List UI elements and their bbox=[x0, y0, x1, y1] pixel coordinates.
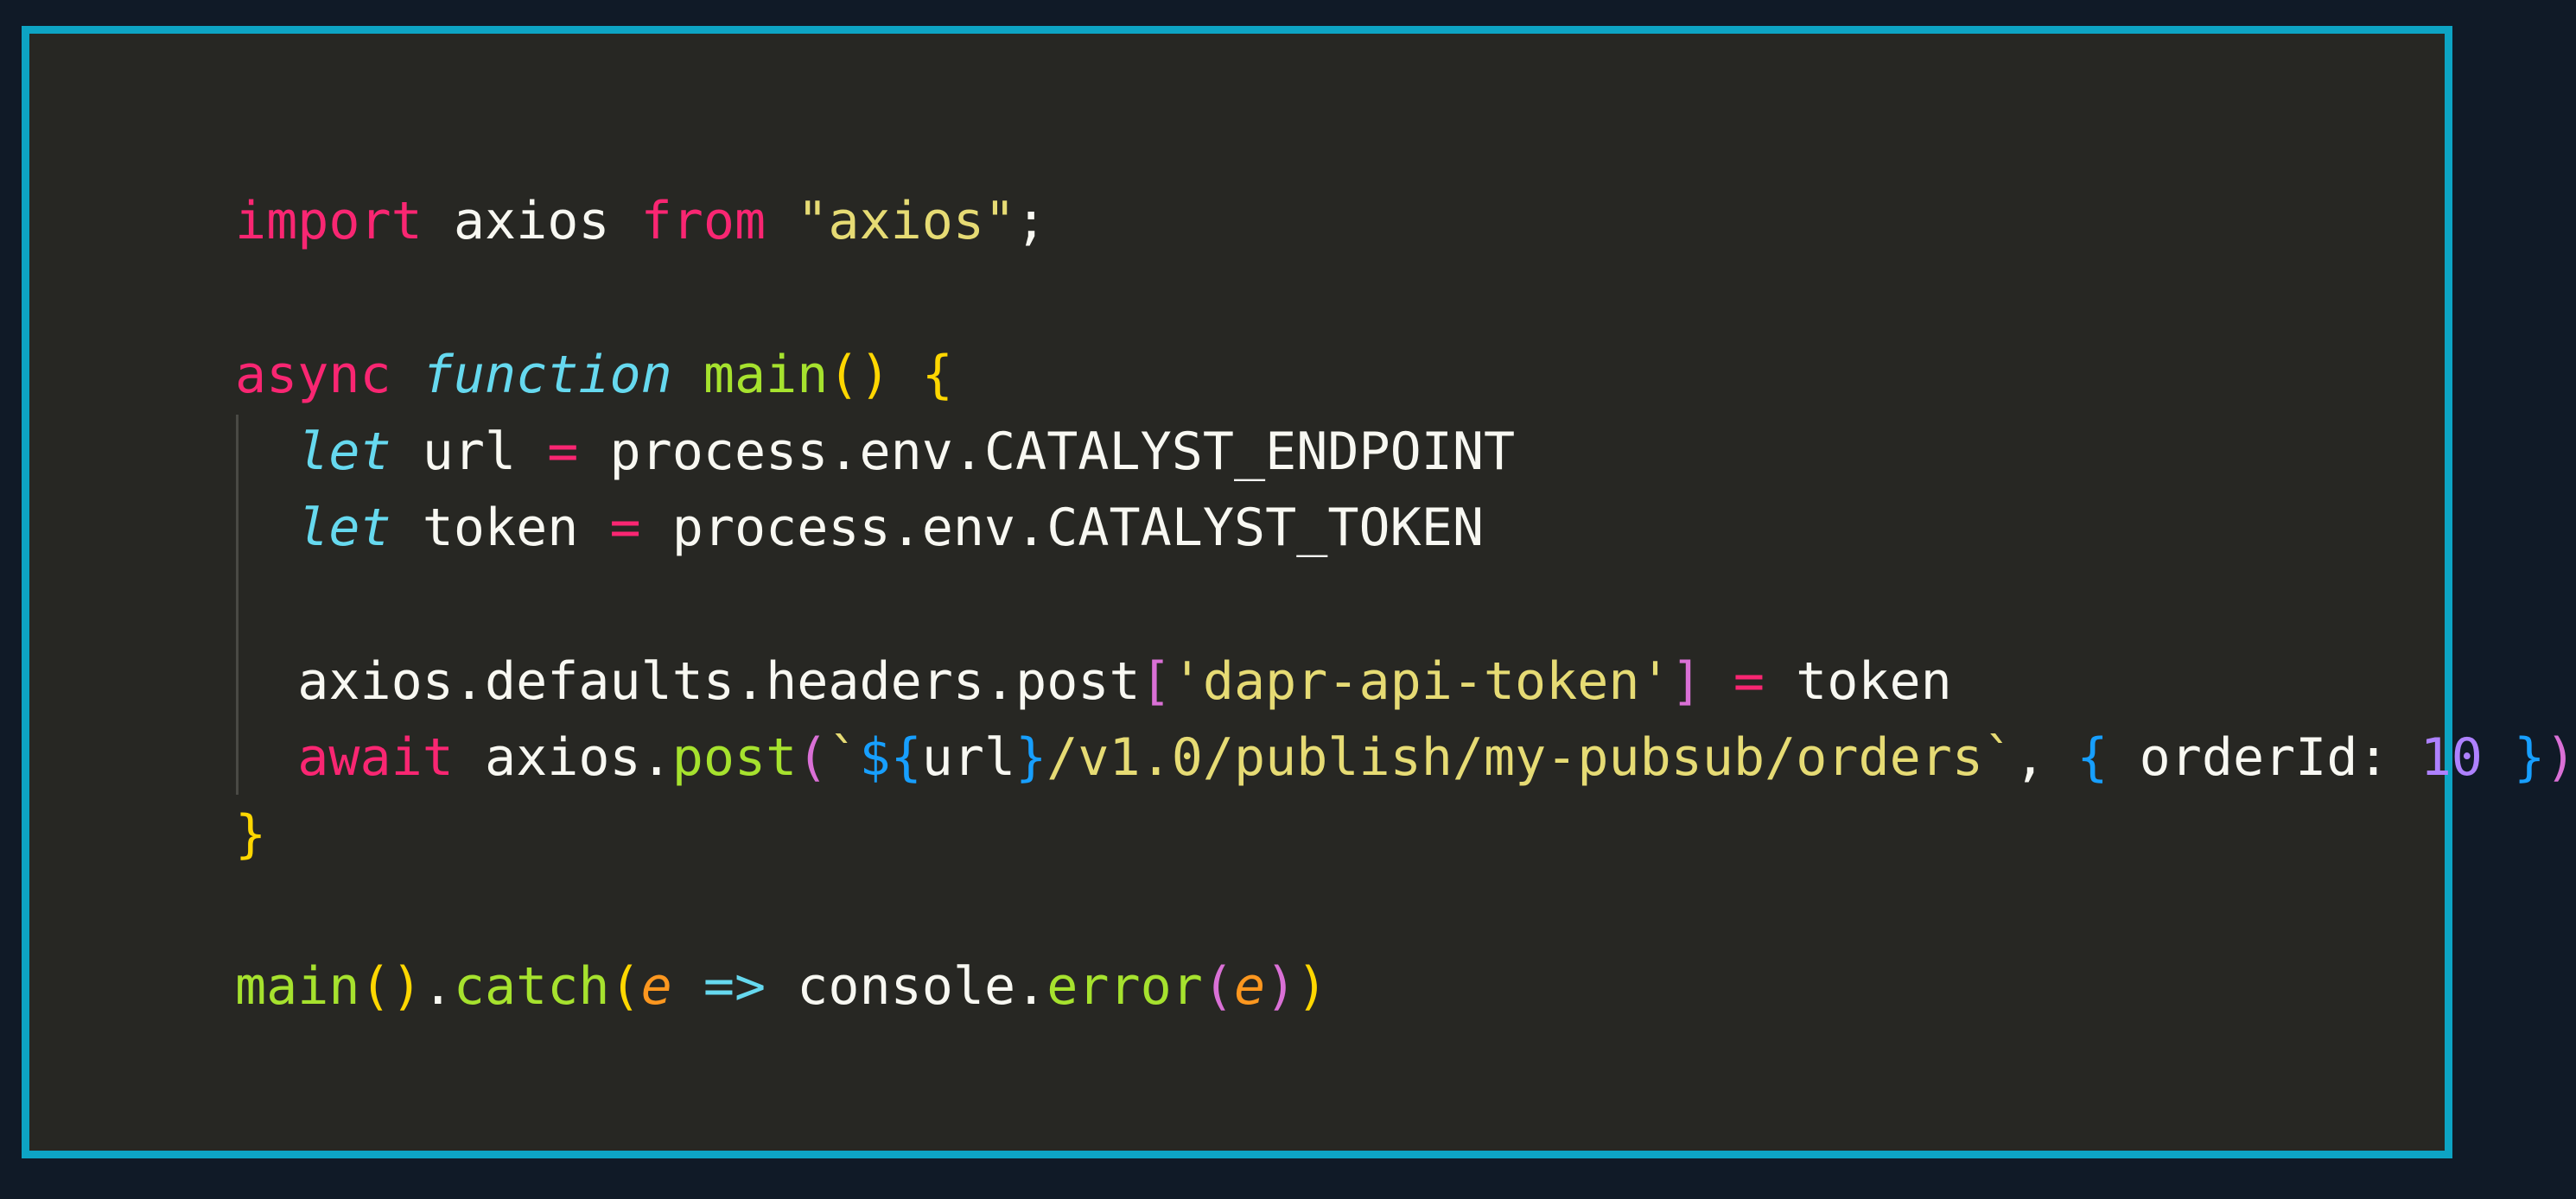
code-token-plain: process.env.CATALYST_ENDPOINT bbox=[578, 422, 1516, 482]
code-token-plain bbox=[672, 956, 703, 1017]
code-token-brace1: () bbox=[359, 956, 423, 1017]
code-token-plain bbox=[235, 422, 297, 482]
code-token-brace3: ) bbox=[1265, 956, 1297, 1017]
code-token-brace1: ( bbox=[609, 956, 641, 1017]
indent-guide bbox=[236, 415, 239, 795]
code-token-string: "axios" bbox=[797, 191, 1016, 251]
code-token-brace3: ) bbox=[2545, 727, 2576, 788]
code-token-plain: axios.defaults.headers.post bbox=[235, 651, 1141, 712]
code-token-param: e bbox=[1233, 956, 1266, 1017]
code-token-plain: process.env.CATALYST_TOKEN bbox=[640, 498, 1484, 558]
code-token-brace2: } bbox=[1015, 727, 1047, 788]
code-token-plain: console. bbox=[766, 956, 1047, 1017]
code-token-plain: token bbox=[1765, 651, 1952, 712]
code-line-let-token: let token = process.env.CATALYST_TOKEN bbox=[235, 490, 1484, 567]
code-token-plain bbox=[235, 498, 297, 558]
code-token-keyword: async bbox=[235, 345, 391, 405]
code-token-plain: url bbox=[921, 727, 1016, 788]
code-token-brace1: ) bbox=[1296, 956, 1328, 1017]
code-token-brace3: [ bbox=[1140, 651, 1172, 712]
code-token-plain: orderId: bbox=[2108, 727, 2420, 788]
code-token-plain: ; bbox=[1015, 191, 1047, 251]
code-token-keyword: from bbox=[640, 191, 766, 251]
code-token-brace2: ${ bbox=[859, 727, 922, 788]
code-token-brace1: () bbox=[828, 345, 891, 405]
code-token-keyword: = bbox=[547, 422, 579, 482]
code-token-plain bbox=[391, 345, 423, 405]
code-token-keyword: import bbox=[235, 191, 423, 251]
code-token-function: error bbox=[1046, 956, 1203, 1017]
code-snippet-frame: import axios from "axios"; async functio… bbox=[22, 26, 2576, 1158]
code-token-brace1: } bbox=[235, 804, 267, 865]
code-token-plain: . bbox=[422, 956, 454, 1017]
code-token-brace2: { bbox=[2077, 727, 2109, 788]
code-line-function-declaration: async function main() { bbox=[235, 337, 953, 414]
code-line-axios-headers: axios.defaults.headers.post['dapr-api-to… bbox=[235, 644, 1952, 720]
code-token-plain: axios bbox=[422, 191, 641, 251]
code-token-plain bbox=[235, 727, 297, 788]
code-token-arrow: => bbox=[703, 956, 766, 1017]
code-token-string: 'dapr-api-token' bbox=[1171, 651, 1671, 712]
code-line-axios-post: await axios.post(`${url}/v1.0/publish/my… bbox=[235, 720, 2576, 796]
code-token-plain: url bbox=[391, 422, 548, 482]
code-line-import: import axios from "axios"; bbox=[235, 183, 1046, 260]
code-token-function: main bbox=[235, 956, 360, 1017]
code-token-keyword: = bbox=[609, 498, 641, 558]
code-token-string: ` bbox=[828, 727, 860, 788]
code-token-keyword: = bbox=[1733, 651, 1765, 712]
code-token-plain bbox=[891, 345, 922, 405]
code-token-storage: let bbox=[297, 422, 391, 482]
code-token-function: post bbox=[671, 727, 798, 788]
code-token-brace3: ( bbox=[797, 727, 829, 788]
code-block: import axios from "axios"; async functio… bbox=[235, 34, 2576, 1017]
code-token-plain: token bbox=[391, 498, 610, 558]
code-token-brace2: } bbox=[2514, 727, 2546, 788]
code-token-plain bbox=[672, 345, 703, 405]
code-token-plain: , bbox=[2014, 727, 2077, 788]
code-token-function: catch bbox=[453, 956, 610, 1017]
code-token-storage: let bbox=[297, 498, 391, 558]
code-token-keyword: await bbox=[297, 727, 454, 788]
code-token-function: main bbox=[703, 345, 829, 405]
code-token-number: 10 bbox=[2420, 727, 2483, 788]
code-line-main-call: main().catch(e => console.error(e)) bbox=[235, 948, 1327, 1025]
code-token-brace3: ] bbox=[1670, 651, 1702, 712]
code-token-plain bbox=[1702, 651, 1733, 712]
code-token-param: e bbox=[640, 956, 672, 1017]
code-token-plain bbox=[2483, 727, 2514, 788]
code-token-plain: axios. bbox=[453, 727, 672, 788]
code-line-closing-brace: } bbox=[235, 796, 266, 873]
code-token-plain bbox=[766, 191, 797, 251]
code-token-string: /v1.0/publish/my-pubsub/orders` bbox=[1046, 727, 2015, 788]
code-token-brace1: { bbox=[921, 345, 953, 405]
code-line-let-url: let url = process.env.CATALYST_ENDPOINT bbox=[235, 414, 1515, 491]
code-token-storage: function bbox=[422, 345, 672, 405]
code-token-brace3: ( bbox=[1202, 956, 1234, 1017]
